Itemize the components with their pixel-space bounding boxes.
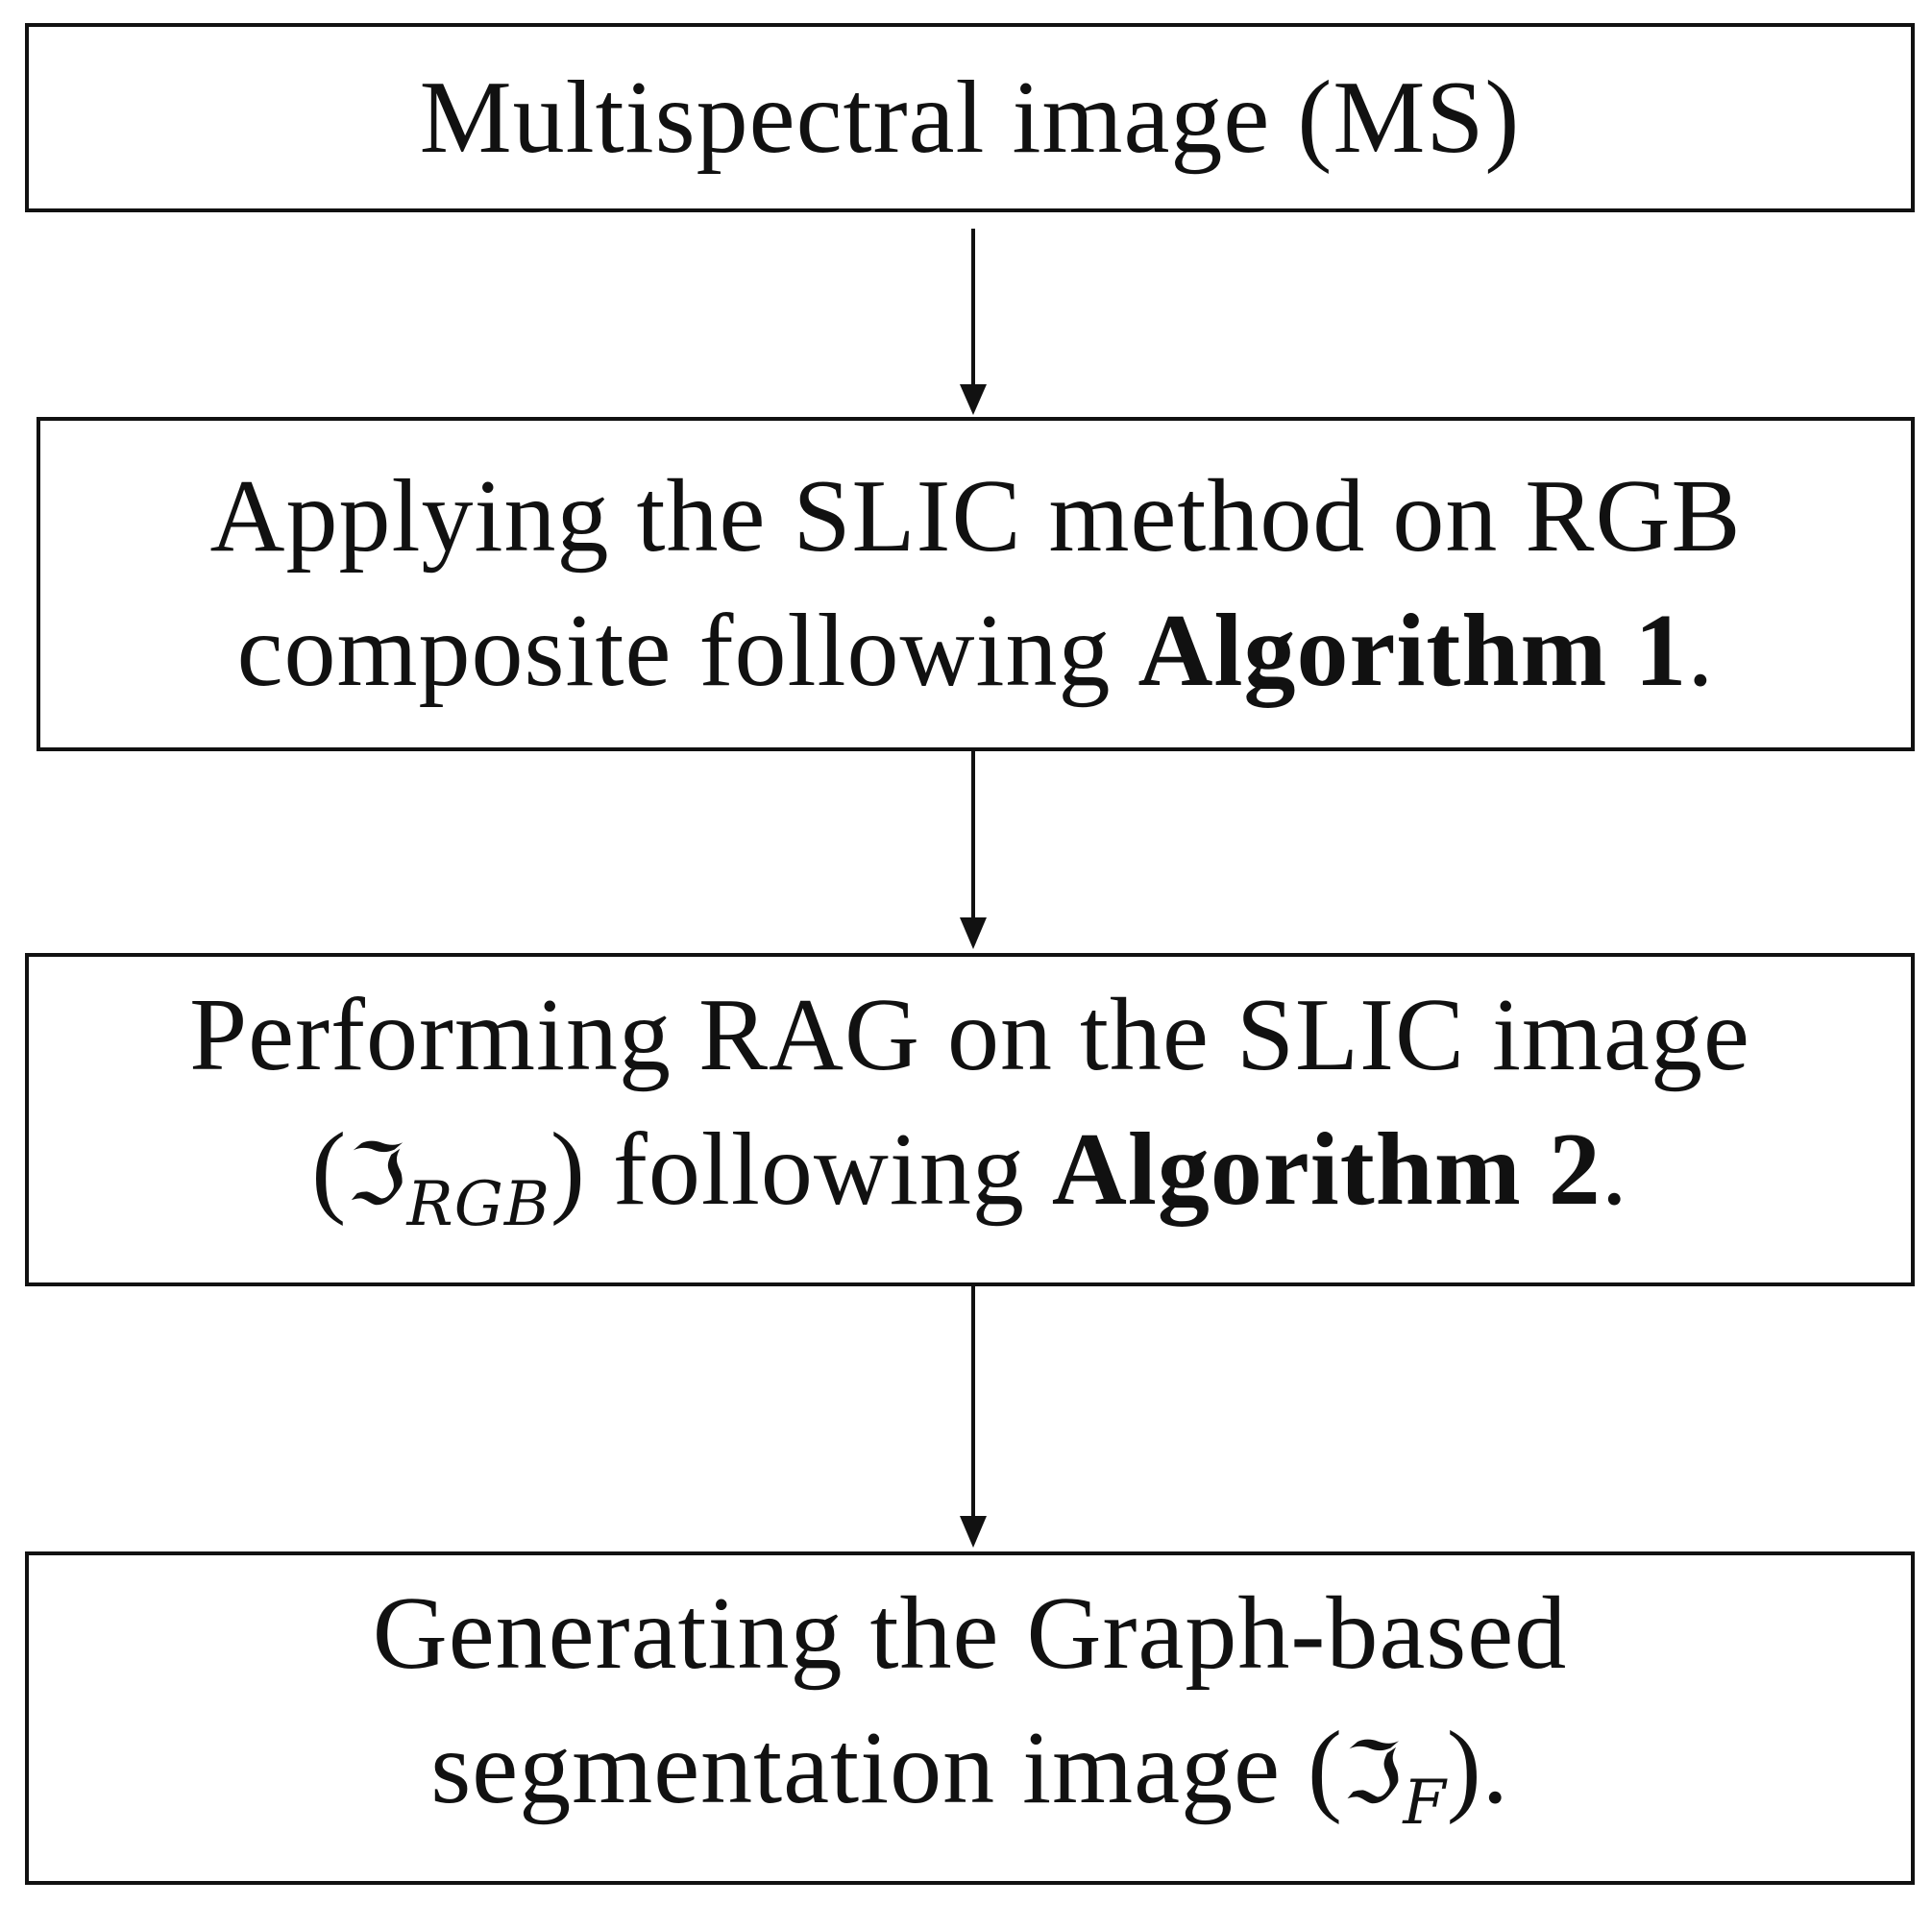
arrow-3-to-4 xyxy=(960,1286,987,1548)
step-4-line-2: segmentation image (ℑF). xyxy=(430,1710,1509,1839)
algorithm-1-ref: Algorithm 1 xyxy=(1137,594,1688,708)
arrow-1-to-2 xyxy=(960,229,987,415)
step-4-line-1: Generating the Graph-based xyxy=(372,1575,1568,1691)
step-3-line-2: (ℑRGB) following Algorithm 2. xyxy=(311,1111,1628,1240)
step-3-line-1: Performing RAG on the SLIC image xyxy=(189,977,1750,1092)
segmentation-symbol: ℑ xyxy=(347,1124,407,1224)
step-box-graph-segmentation: Generating the Graph-based segmentation … xyxy=(25,1551,1915,1885)
step-2-line-1: Applying the SLIC method on RGB xyxy=(209,459,1742,574)
step-2-line-2: composite following Algorithm 1. xyxy=(236,594,1715,708)
step-box-slic: Applying the SLIC method on RGB composit… xyxy=(37,417,1915,751)
step-box-rag: Performing RAG on the SLIC image (ℑRGB) … xyxy=(25,953,1915,1286)
symbol-subscript-rgb: RGB xyxy=(406,1168,550,1240)
algorithm-2-ref: Algorithm 2 xyxy=(1051,1111,1602,1227)
symbol-subscript-f: F xyxy=(1403,1767,1447,1839)
step-box-multispectral-image: Multispectral image (MS) xyxy=(25,23,1915,212)
arrow-2-to-3 xyxy=(960,744,987,949)
step-1-text: Multispectral image (MS) xyxy=(419,60,1521,175)
segmentation-symbol: ℑ xyxy=(1342,1722,1404,1822)
